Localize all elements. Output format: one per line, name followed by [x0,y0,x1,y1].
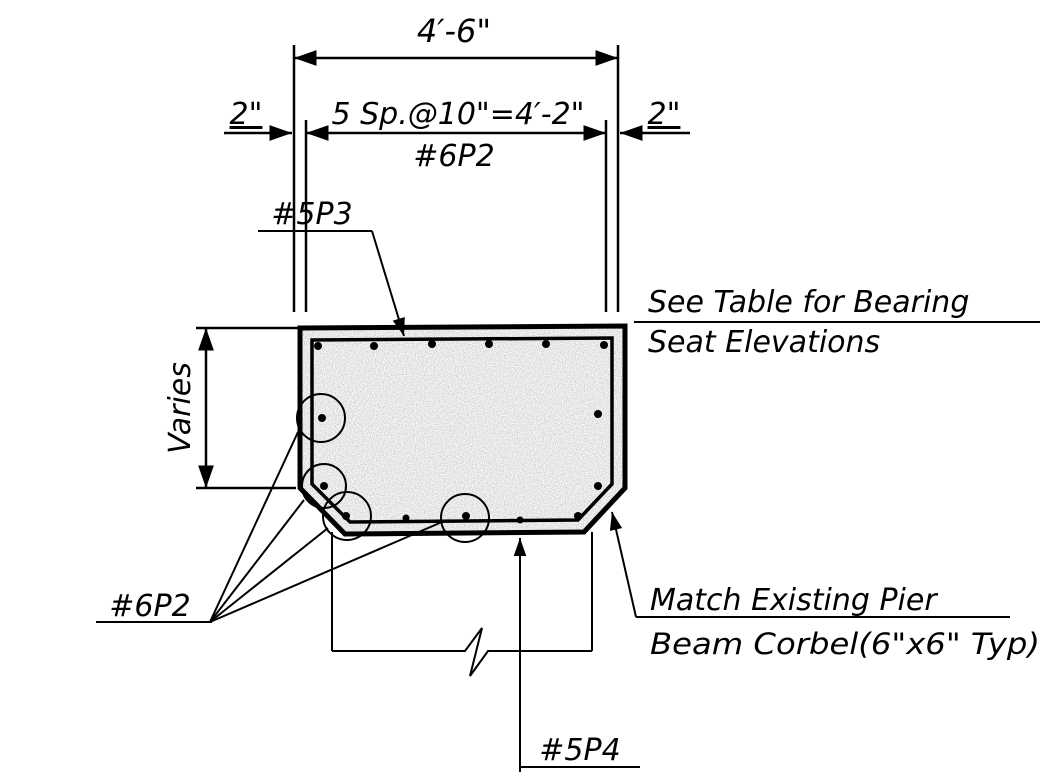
concrete-section [297,323,628,537]
p2-highlight-circles [296,393,490,543]
rebar-dot [320,482,328,490]
spacing-bar-label: #6P2 [413,139,494,174]
p3-leader [258,230,405,337]
highlight-circle [322,491,372,541]
match-label-2: Beam Corbel(6"x6" Typ) [650,627,1040,661]
rebar-dot [462,512,470,520]
highlight-circle [440,493,490,543]
rebar-dot [402,514,410,522]
bar-5p4-label: #5P4 [539,733,620,768]
rebar-dot [542,340,550,348]
bar-6p2-label: #6P2 [109,589,190,624]
rebar-dot [428,340,436,348]
highlight-circle [296,393,346,443]
p2-leaders [209,431,443,623]
rebar-dot [594,410,602,418]
rebar-dot [342,512,350,520]
dim-varies [196,326,300,490]
pier-stem [331,532,593,677]
match-leader [609,511,1010,618]
see-table-label-1: See Table for Bearing [648,285,969,320]
concrete-outline [297,323,628,537]
rebar-dot [370,342,378,350]
rebar-dot [574,512,582,520]
rebar-dot [314,342,322,350]
rebar-dot [600,341,608,349]
bar-5p3-label: #5P3 [271,197,352,232]
rebar-dot [594,482,602,490]
left-cover-label: 2" [230,97,263,132]
see-table-label-2: Seat Elevations [648,325,880,360]
spacing-label: 5 Sp.@10"=4′-2" [332,97,585,132]
dim-cover-lines [224,120,690,312]
dim-overall-width [292,45,620,312]
match-label-1: Match Existing Pier [650,583,938,618]
overall-width-label: 4′-6" [417,12,491,50]
rebar-dot [485,340,493,348]
concrete-fill [300,326,625,534]
right-cover-label: 2" [648,97,681,132]
rebar-dot [318,414,326,422]
rebar-dots [314,340,608,524]
varies-label: Varies [163,362,198,454]
rebar-dot [516,516,524,524]
